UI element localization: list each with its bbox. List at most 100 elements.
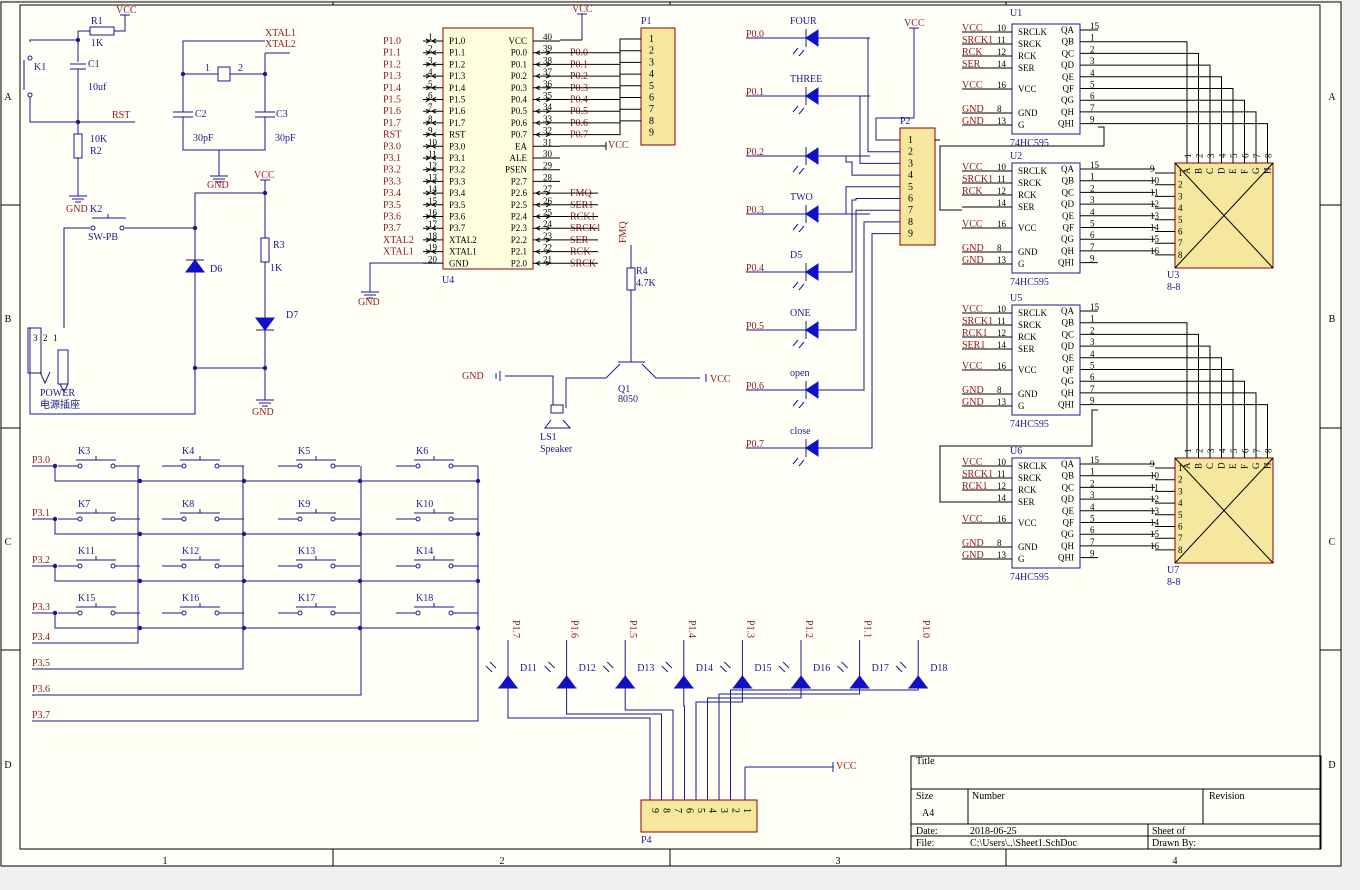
shift-register-body [1011,304,1081,416]
label: QHI [1058,400,1074,410]
label: 8 [1178,250,1183,260]
label: 5 [1178,215,1183,225]
label: 5 [908,182,913,193]
wire [875,117,914,141]
label: GND [66,204,88,215]
sr-in-net: VCC [962,457,983,468]
label: 8 [428,114,433,124]
pin-arrow [425,155,432,161]
label: 3 [718,808,729,813]
label: C [1205,168,1215,174]
wire [792,223,799,231]
sr-in-net: GND [962,385,984,396]
key-label: K6 [416,446,428,457]
mcu-u4-body [442,27,534,270]
label: 1 [1178,168,1183,178]
jack-body [27,327,42,374]
sr-matrix-wire [1098,111,1257,163]
label: 9 [1090,115,1095,125]
label: QE [1062,506,1074,516]
bottom-led-wire [730,688,919,800]
led-name: ONE [790,308,811,319]
label: VCC [836,761,857,772]
label: P2 [900,116,911,127]
pin-arrow [545,50,552,56]
pin-arrow [534,61,541,67]
label: POWER [40,388,75,399]
label: 14 [997,59,1007,69]
wire [63,227,90,328]
wire [818,221,900,391]
label: VCC [1018,365,1037,375]
pin-arrow [425,85,432,91]
pin-arrow [545,249,552,255]
led-net: P0.6 [746,381,764,392]
sr-matrix-wire [1098,99,1245,163]
wire [720,665,727,673]
label: 4 [428,67,433,77]
bottom-led-net: P1.5 [627,620,638,638]
sr-in-net: VCC [962,23,983,34]
label: 16 [997,514,1007,524]
label: 8-8 [1167,282,1180,293]
wire [32,466,479,722]
label: 1 [741,808,752,813]
label: 4 [1090,502,1095,512]
label: GND [1018,108,1038,118]
junction-dot [137,625,143,631]
label: C:\Users\..\Sheet1.SchDoc [970,838,1077,849]
pin-arrow [534,249,541,255]
shift-register-ref: U6 [1010,446,1022,457]
label: P2.6 [511,188,528,198]
label: 4 [1090,68,1095,78]
label: 3 [33,333,38,343]
wire [32,466,362,696]
label: QE [1062,211,1074,221]
label: 15 [1090,21,1100,31]
mcu-left-net: P3.5 [383,200,401,211]
label: 14 [428,184,438,194]
mcu-left-net: P1.1 [383,48,401,59]
label: 14 [997,198,1007,208]
title-block [910,755,1322,850]
bottom-led-net: P1.4 [686,620,697,638]
pin-arrow [430,225,437,231]
zone-row-label: B [5,314,12,325]
label: QG [1061,234,1074,244]
sr-in-net: VCC [962,361,983,372]
label: LS1 [540,432,557,443]
wire [641,363,700,379]
label: 17 [428,219,438,229]
label: 11 [997,469,1006,479]
label: SRCK [1018,473,1042,483]
label: 1K [270,263,283,274]
label: SRCK [1018,320,1042,330]
label: 2 [1178,475,1183,485]
label: VCC [710,374,731,385]
pin-arrow [425,178,432,184]
label: 8 [1264,448,1274,453]
sr-matrix-wire [1098,380,1245,458]
sr-in-net: GND [962,243,984,254]
keypad-row-net: P3.3 [32,602,50,613]
sr-matrix-wire [1098,88,1234,163]
d7-symbol [255,317,275,331]
pin-arrow [545,61,552,67]
key-label: K7 [78,499,90,510]
label: 5 [1090,361,1095,371]
keypad-col-net: P3.4 [32,632,50,643]
label: GND [462,371,484,382]
key-label: K9 [298,499,310,510]
pin-arrow [534,190,541,196]
sr-in-net: VCC [962,162,983,173]
junction-dot [241,478,247,484]
label: 2 [730,808,741,813]
wire [29,328,196,415]
mcu-left-net: P3.0 [383,141,401,152]
p1-wire [598,108,641,124]
mcu-left-net: P3.2 [383,165,401,176]
label: 6 [649,93,654,104]
label: 33 [543,114,553,124]
pin-arrow [534,202,541,208]
label: P1.4 [449,83,466,93]
